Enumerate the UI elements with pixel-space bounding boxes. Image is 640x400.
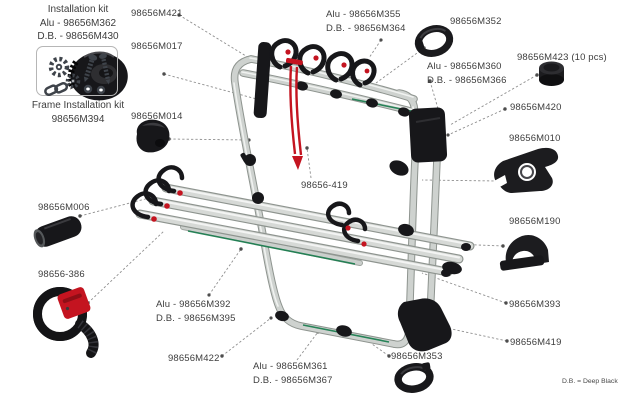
- label-98656M393: 98656M393: [509, 299, 561, 310]
- bike-rails: [135, 183, 475, 277]
- frame-kit-title: Frame Installation kit: [31, 100, 125, 111]
- frame-kit-code: 98656M394: [51, 113, 105, 125]
- label-98656M423: 98656M423 (10 pcs): [517, 52, 607, 63]
- corner-cover-98656M419: [397, 298, 452, 352]
- nut-icon: [83, 84, 106, 95]
- label-98656M360-366: Alu - 98656M360 D.B. - 98656M366: [427, 60, 507, 87]
- label-98656M392-395: Alu - 98656M392 D.B. - 98656M395: [156, 298, 236, 325]
- gear-icon: [48, 56, 81, 89]
- label-98656M352: 98656M352: [450, 16, 502, 27]
- label-alu-98656M355: Alu - 98656M355: [326, 9, 401, 20]
- kit-hardware-icons: [44, 53, 111, 96]
- label-alu-98656M361: Alu - 98656M361: [253, 361, 328, 372]
- chain-link-icon: [44, 82, 69, 96]
- label-db-98656M366: D.B. - 98656M366: [427, 74, 507, 86]
- label-98656M190: 98656M190: [509, 216, 561, 227]
- part-strap-loop-98656M352: [414, 25, 454, 57]
- red-arrow: [292, 156, 303, 170]
- label-98656M421: 98656M421: [131, 8, 183, 19]
- part-knob-98656M014: [136, 119, 170, 153]
- installation-kit-db-code: D.B. - 98656M430: [37, 31, 119, 42]
- label-db-98656M367: D.B. - 98656M367: [253, 374, 333, 386]
- kit-box: [36, 46, 118, 96]
- label-db-98656M364: D.B. - 98656M364: [326, 22, 406, 34]
- wall-pad-98656M420: [408, 107, 448, 163]
- label-98656M422: 98656M422: [168, 353, 220, 364]
- installation-kit-heading: Installation kit Alu - 98656M362 D.B. - …: [14, 3, 142, 44]
- label-alu-98656M360: Alu - 98656M360: [427, 61, 502, 72]
- part-endcap-98656M006: [33, 216, 82, 248]
- bike-rack: [130, 38, 475, 352]
- part-clamp-98656M190: [499, 234, 549, 271]
- label-98656M006: 98656M006: [38, 202, 90, 213]
- label-db-98656M395: D.B. - 98656M395: [156, 312, 236, 324]
- part-strap-98656-386: [33, 287, 99, 358]
- label-98656M355-364: Alu - 98656M355 D.B. - 98656M364: [326, 8, 406, 35]
- rack-black-fittings: [130, 38, 471, 352]
- label-98656M014: 98656M014: [131, 111, 183, 122]
- installation-kit-title: Installation kit: [47, 4, 109, 15]
- label-alu-98656M392: Alu - 98656M392: [156, 299, 231, 310]
- left-rail-pad: [253, 42, 272, 119]
- label-98656M017: 98656M017: [131, 41, 183, 52]
- part-bracket-98656M010: [494, 147, 559, 193]
- frame-kit-heading: Frame Installation kit 98656M394: [14, 99, 142, 126]
- red-strap-98656-419: [285, 57, 303, 170]
- label-98656-419: 98656-419: [301, 180, 348, 191]
- part-ring-98656M353: [394, 362, 434, 393]
- left-clamp-knob: [244, 154, 256, 166]
- installation-kit-alu-code: Alu - 98656M362: [39, 17, 117, 29]
- screw-icon: [83, 53, 111, 85]
- part-plug-98656M423: [539, 61, 564, 86]
- label-98656M010: 98656M010: [509, 133, 561, 144]
- rail-support-bar: [180, 224, 363, 266]
- label-98656M419: 98656M419: [510, 337, 562, 348]
- label-98656M420: 98656M420: [510, 102, 562, 113]
- label-98656M361-367: Alu - 98656M361 D.B. - 98656M367: [253, 360, 333, 387]
- label-98656-386: 98656-386: [38, 269, 85, 280]
- deep-black-footnote: D.B. = Deep Black: [562, 378, 618, 385]
- label-98656M353: 98656M353: [391, 351, 443, 362]
